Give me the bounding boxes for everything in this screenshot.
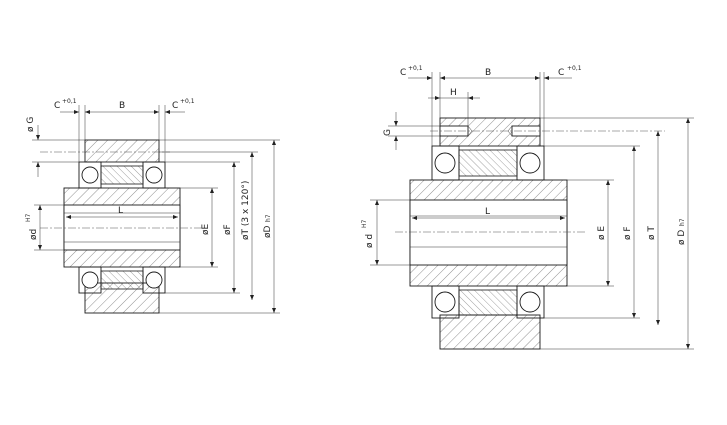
right-e-label: ø E [597,226,607,240]
right-bore [409,199,568,266]
left-dd-tol: h7 [265,214,272,222]
right-b-label: B [485,68,491,78]
left-roller-bottom [100,270,144,290]
left-c-left-tol: +0,1 [62,98,77,105]
right-dd-tol: h7 [679,218,686,226]
right-ball-bottom-left [434,291,456,313]
right-c-left-label: C [400,68,406,78]
left-l-label: L [118,206,123,216]
right-c-right-label: C [558,68,564,78]
right-roller-bottom [458,289,518,316]
left-outer-ring-top [84,139,160,163]
right-c-left-tol: +0,1 [408,65,423,72]
right-ball-bottom-right [519,291,541,313]
left-f-label: øF [223,224,233,235]
right-roller-top [458,149,518,177]
right-view: C +0,1 B C +0,1 H G ø d H7 L ø E ø F ø T… [361,65,694,350]
left-ball-top-left [81,166,99,184]
left-t-label: øT (3 x 120°) [241,181,251,240]
right-ball-top-left [434,152,456,174]
right-ball-top-right [519,152,541,174]
left-b-label: B [119,101,125,111]
left-d-label: ød [29,229,39,240]
right-h-label: H [450,88,457,98]
left-view: C +0,1 B C +0,1 ø G ød H7 L øE øF øT (3 … [25,98,280,314]
right-d-label: ø d [365,234,375,248]
left-e-label: øE [201,223,211,235]
left-roller-top [100,165,144,185]
left-ball-bottom-right [145,271,163,289]
right-outer-ring-bottom [439,314,541,350]
left-dd-label: øD [263,225,273,238]
right-t-label: ø T [647,226,657,240]
right-c-right-tol: +0,1 [567,65,582,72]
right-d-tol: H7 [361,219,368,228]
left-c-right-label: C [172,101,178,111]
left-bore [63,204,181,251]
right-f-label: ø F [623,226,633,240]
left-ball-top-right [145,166,163,184]
left-d-tol: H7 [25,213,32,222]
left-g-label: ø G [26,117,36,132]
right-dd-label: ø D [677,230,687,245]
left-c-left-label: C [54,101,60,111]
right-l-label: L [485,207,490,217]
left-ball-bottom-left [81,271,99,289]
right-g-label: G [383,129,393,136]
left-c-right-tol: +0,1 [180,98,195,105]
